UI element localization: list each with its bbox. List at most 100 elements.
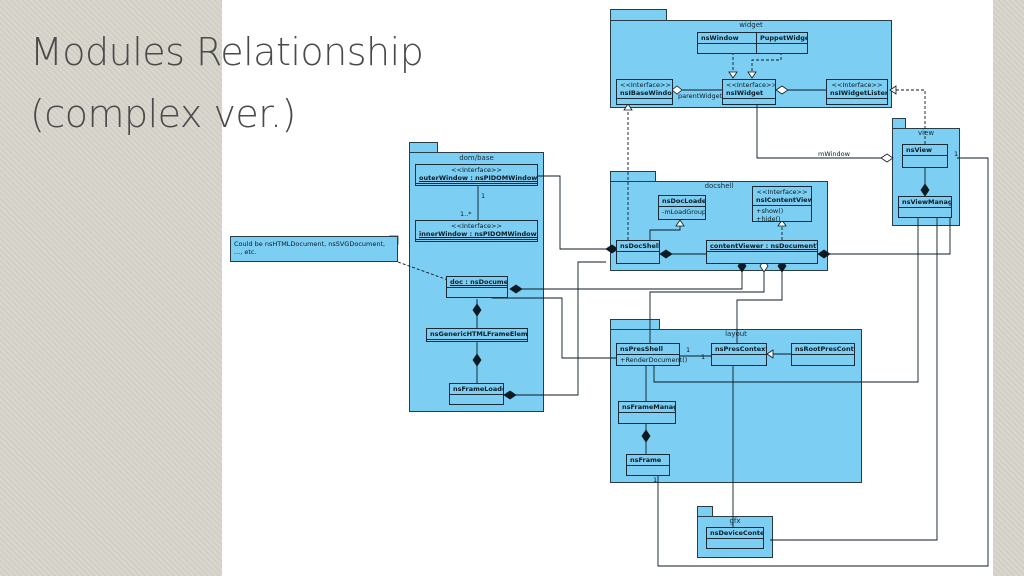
label-parentwidget: parentWidget [678, 92, 723, 100]
class-nsviewmanager: nsViewManager [898, 196, 952, 218]
gfx-package-name: gfx [729, 517, 741, 525]
docshell-package-name: docshell [704, 182, 734, 190]
label-mult-pres-a: 1 [686, 346, 691, 354]
diamond-frameelement-frameloader [472, 353, 482, 367]
class-doc: doc : nsDocument [446, 276, 508, 298]
class-nsprescontext: nsPresContext [711, 343, 767, 366]
class-nsview-name: nsView [903, 145, 947, 156]
class-nsgenerichtmlframeelement: nsGenericHTMLFrameElement [426, 328, 528, 342]
layout-package-tab [610, 319, 660, 331]
class-nsgenerichtmlframeelement-name: nsGenericHTMLFrameElement [427, 329, 527, 340]
diamond-doc-frameelement [472, 303, 482, 317]
class-nsiwidget: <<Interface>>nsIWidget [722, 79, 776, 105]
triangle-nswindow [728, 71, 738, 79]
class-nspresshell: nsPresShell +RenderDocument() [616, 343, 688, 366]
class-nsframe-name: nsFrame [627, 455, 669, 466]
label-mult-outer: 1 [481, 192, 486, 200]
triangle-icontentviewer [777, 219, 787, 227]
class-doc-name: doc : nsDocument [447, 277, 507, 288]
class-nsdocloader: nsDocLoader -mLoadGroup [658, 195, 706, 220]
diamond-mwindow [880, 153, 894, 163]
slide-title-line1: Modules Relationship [30, 30, 424, 74]
class-nsprescontext-name: nsPresContext [712, 344, 766, 355]
class-outerwindow-name: outerWindow : nsPIDOMWindowOuter [419, 174, 537, 182]
class-nsicontentviewer-name: nsIContentViewer [756, 196, 811, 204]
left-backdrop [0, 0, 222, 576]
class-nsviewmanager-name: nsViewManager [899, 197, 951, 208]
viewmanager-presshell-line [653, 206, 919, 383]
nsiwidgetlistener-stereotype: <<Interface>> [831, 81, 883, 89]
viewer-viewmanager-line [818, 206, 951, 255]
nsview-implements-listener [890, 89, 926, 144]
class-nswindow-name: nsWindow [698, 33, 768, 44]
class-nspresshell-name: nsPresShell [617, 344, 679, 355]
nsicontentviewer-op-hide: +hide() [756, 215, 781, 223]
diamond-frameloader [503, 390, 517, 400]
outerwindow-stereotype: <<Interface>> [451, 166, 502, 174]
class-nsdocloader-name: nsDocLoader [659, 196, 705, 207]
diamond-widget-listener [775, 85, 789, 95]
viewer-presshell-line [649, 270, 765, 343]
docshell-package-tab [610, 171, 656, 183]
class-nsdocshell-name: nsDocShell [617, 241, 659, 252]
class-nsdevicecontext: nsDeviceContext [706, 527, 764, 549]
label-mult-pres-b: 1 [701, 353, 706, 361]
puppetwidget-realizes-line [751, 42, 782, 78]
class-nsibasewindow: <<Interface>>nsIBaseWindow [616, 79, 673, 105]
label-mult-frame: 1 [653, 476, 658, 484]
class-nsicontentviewer: <<Interface>>nsIContentViewer +show() +h… [752, 186, 812, 223]
class-innerwindow-name: innerWindow : nsPIDOMWindowInner [419, 230, 537, 238]
frameloader-docshell-line [516, 261, 606, 396]
mwindow-line [756, 98, 893, 159]
widget-package-name: widget [739, 21, 763, 29]
dombase-package-tab [409, 142, 438, 154]
viewmanager-device-line [770, 206, 938, 541]
label-mwindow: mWindow [818, 150, 850, 158]
nsicontentviewer-op-show: +show() [756, 207, 784, 215]
class-nsframe: nsFrame [626, 454, 670, 476]
class-nsview: nsView [902, 144, 948, 168]
diamond-parentwidget [671, 85, 683, 95]
class-nsiwidgetlistener-name: nsIWidgetListene [830, 89, 887, 97]
class-nsframeloader-name: nsFrameLoader [450, 384, 503, 395]
nsdocloader-attribute: -mLoadGroup [662, 208, 707, 216]
class-nsiwidgetlistener: <<Interface>>nsIWidgetListene [826, 79, 888, 105]
triangle-basewindow [623, 103, 633, 111]
triangle-prescontext [766, 349, 774, 359]
class-nsframeloader: nsFrameLoader [449, 383, 504, 405]
gfx-package-tab [697, 506, 713, 518]
class-outerwindow: <<Interface>>outerWindow : nsPIDOMWindow… [415, 164, 538, 186]
doc-viewer-line [522, 272, 743, 290]
diamond-viewer-viewmanager [817, 249, 831, 259]
label-mult-view: 1 [954, 150, 959, 158]
class-nsdocshell: nsDocShell [616, 240, 660, 264]
nspresshell-op-renderdocument: +RenderDocument() [620, 356, 688, 364]
nsibasewindow-stereotype: <<Interface>> [620, 81, 671, 89]
triangle-listener [889, 85, 897, 95]
doc-presshell-line [491, 292, 616, 359]
diamond-framemanager-frame [641, 429, 651, 443]
class-nsframemanager: nsFrameManager [618, 401, 676, 424]
slide-title-line2: (complex ver.) [30, 92, 296, 136]
outer-docshell-line [538, 175, 606, 250]
diamond-view-manager [920, 183, 930, 197]
view-package-tab [892, 118, 906, 130]
class-nsiwidget-name: nsIWidget [726, 89, 764, 97]
diamond-doc [509, 284, 523, 294]
dombase-package-name: dom/base [459, 154, 494, 162]
diamond-docshell-viewer [659, 249, 673, 259]
class-contentviewer-name: contentViewer : nsDocumentViewer [707, 241, 817, 252]
note-box: Could be nsHTMLDocument, nsSVGDocument, … [230, 236, 398, 262]
triangle-docloader [675, 219, 685, 227]
class-innerwindow: <<Interface>>innerWindow : nsPIDOMWindow… [415, 220, 538, 242]
class-nsdevicecontext-name: nsDeviceContext [707, 528, 763, 539]
view-package-name: view [917, 129, 935, 137]
note-anchor-line [397, 261, 449, 281]
viewer-prescontext-line [736, 270, 783, 343]
label-mult-inner: 1..* [460, 210, 472, 218]
widget-package-tab [610, 9, 667, 22]
class-nsibasewindow-name: nsIBaseWindow [620, 89, 672, 97]
class-contentviewer: contentViewer : nsDocumentViewer [706, 240, 818, 264]
class-puppetwidget-name: PuppetWidget [757, 33, 807, 44]
